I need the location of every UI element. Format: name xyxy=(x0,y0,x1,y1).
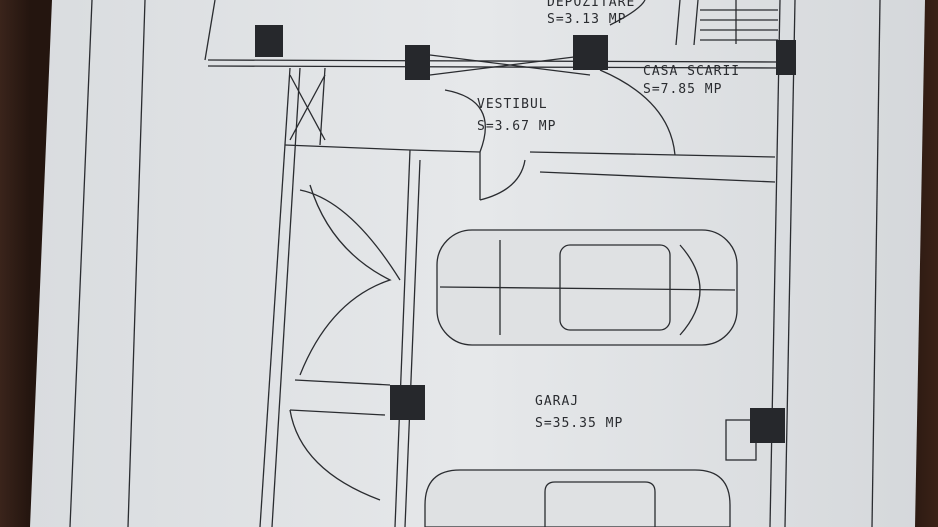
wall xyxy=(259,67,291,527)
room-area-garaj: S=35.35 MP xyxy=(535,416,624,431)
column xyxy=(573,35,608,70)
window xyxy=(289,74,326,141)
margin-line xyxy=(127,0,146,527)
room-name-depozitare: DEPOZITARE xyxy=(547,0,636,10)
column xyxy=(390,385,425,420)
column xyxy=(405,45,430,80)
wall xyxy=(529,151,776,158)
room-area-casa-scarii: S=7.85 MP xyxy=(643,82,723,97)
column xyxy=(776,40,796,75)
room-name-vestibul: VESTIBUL xyxy=(477,97,548,112)
margin-line xyxy=(871,0,881,527)
door-swing xyxy=(609,0,646,26)
wall xyxy=(675,0,681,46)
wall xyxy=(207,59,781,63)
door-swing xyxy=(599,69,676,156)
room-area-depozitare: S=3.13 MP xyxy=(547,12,627,27)
margin-line xyxy=(69,0,93,527)
car-bottom xyxy=(424,469,731,527)
garage-door-line xyxy=(289,409,386,416)
room-area-vestibul: S=3.67 MP xyxy=(477,119,557,134)
car-top xyxy=(436,229,738,346)
window xyxy=(429,54,591,76)
wall xyxy=(539,171,776,183)
door-swing xyxy=(479,159,526,201)
garage-door-line xyxy=(294,379,391,386)
garage-door xyxy=(299,189,401,281)
wall xyxy=(204,0,216,61)
column xyxy=(255,25,283,57)
column xyxy=(750,408,785,443)
door-swing xyxy=(444,89,486,153)
garage-door xyxy=(299,184,392,376)
wall xyxy=(409,149,481,153)
wall xyxy=(784,0,796,527)
wall xyxy=(284,144,411,151)
wall xyxy=(404,159,421,527)
garage-door xyxy=(289,409,381,501)
wall xyxy=(693,0,699,46)
wall xyxy=(271,67,301,527)
room-name-garaj: GARAJ xyxy=(535,394,580,409)
wall xyxy=(394,149,411,527)
room-name-casa-scarii: CASA SCARII xyxy=(643,64,741,79)
